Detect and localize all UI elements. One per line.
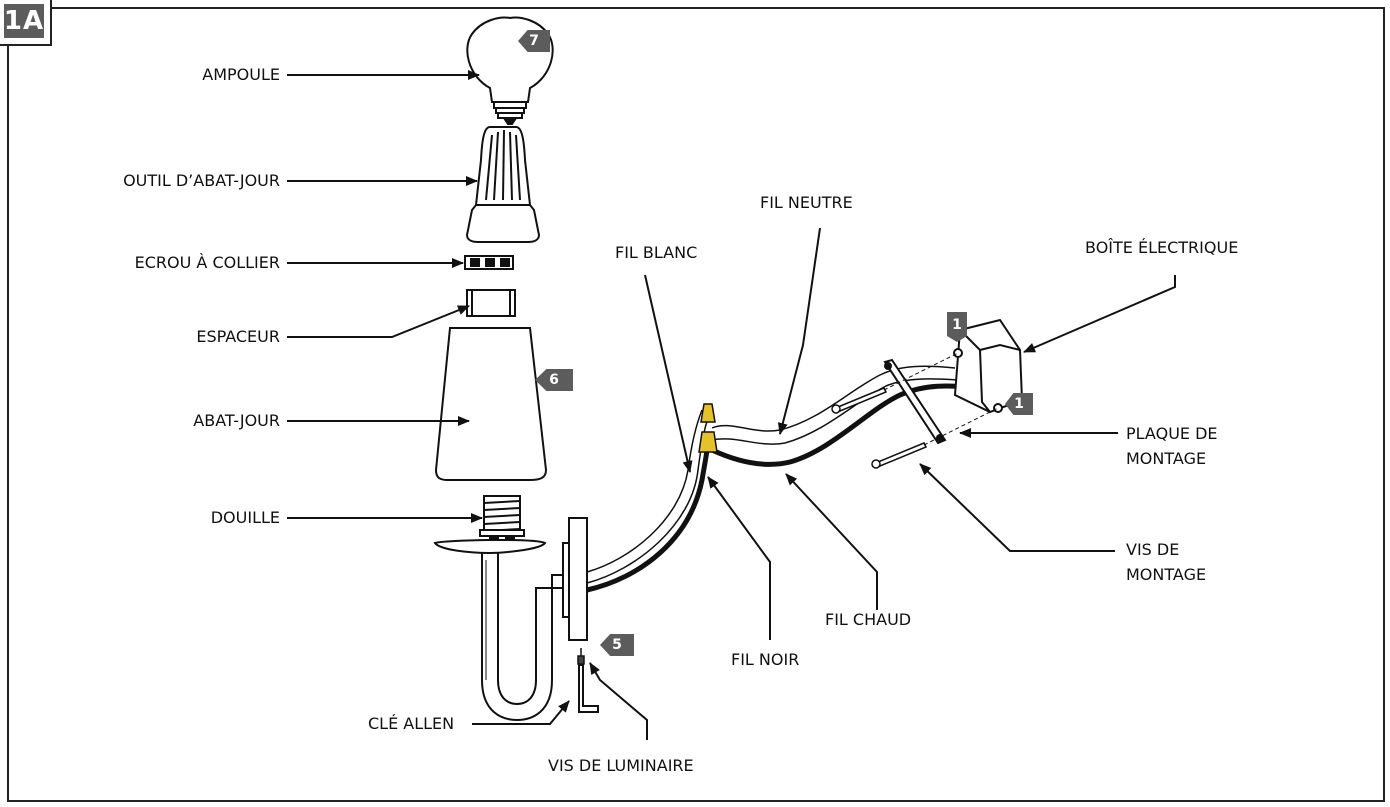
step-badge-1-top: 1	[947, 312, 967, 342]
mounting-plate-part	[883, 358, 947, 445]
electrical-box-part	[953, 318, 1024, 414]
diagram-frame	[7, 7, 1385, 802]
black-wire	[586, 449, 710, 593]
white-wire	[586, 409, 709, 584]
label-fil-blanc: FIL BLANC	[615, 243, 698, 262]
figure-tag-label: 1A	[3, 4, 45, 38]
label-vis-luminaire: VIS DE LUMINAIRE	[548, 756, 694, 775]
label-ecrou-collier: ECROU À COLLIER	[134, 253, 280, 272]
label-vis-montage-1: VIS DE	[1126, 540, 1180, 559]
spacer-part	[466, 289, 516, 317]
label-plaque-montage-1: PLAQUE DE	[1126, 424, 1218, 443]
label-ampoule: AMPOULE	[202, 65, 280, 84]
step-badge-1-bottom: 1	[1005, 393, 1033, 415]
label-cle-allen: CLÉ ALLEN	[368, 714, 455, 733]
label-douille: DOUILLE	[210, 508, 280, 527]
figure-tag: 1A	[0, 0, 52, 46]
lamp-arm-part	[481, 553, 567, 722]
label-fil-noir: FIL NOIR	[731, 650, 800, 669]
label-boite-electrique: BOÎTE ÉLECTRIQUE	[1085, 238, 1239, 257]
mounting-screws	[831, 387, 928, 469]
label-abat-jour: ABAT-JOUR	[193, 411, 280, 430]
allen-key-part	[578, 664, 599, 713]
lamp-shade-part	[434, 327, 548, 481]
label-fil-chaud: FIL CHAUD	[825, 610, 912, 629]
leader-lines	[287, 70, 1176, 740]
fixture-screw-part	[577, 648, 585, 665]
wire-nuts	[698, 403, 718, 453]
step-badge-5: 5	[600, 634, 634, 656]
step-badge-6: 6	[535, 369, 573, 391]
neutral-wire	[711, 365, 959, 445]
step-badge-7: 7	[518, 30, 550, 52]
shade-tool-part	[465, 126, 541, 243]
label-plaque-montage-2: MONTAGE	[1126, 449, 1207, 468]
hot-wire	[710, 383, 976, 467]
bobeche-part	[433, 538, 547, 555]
label-outil-abat-jour: OUTIL D’ABAT-JOUR	[123, 171, 280, 190]
label-vis-montage-2: MONTAGE	[1126, 565, 1207, 584]
backplate-part	[562, 517, 588, 641]
collar-nut-part	[464, 255, 514, 270]
label-fil-neutre: FIL NEUTRE	[760, 193, 853, 212]
label-espaceur: ESPACEUR	[196, 327, 280, 346]
socket-part	[479, 495, 525, 541]
